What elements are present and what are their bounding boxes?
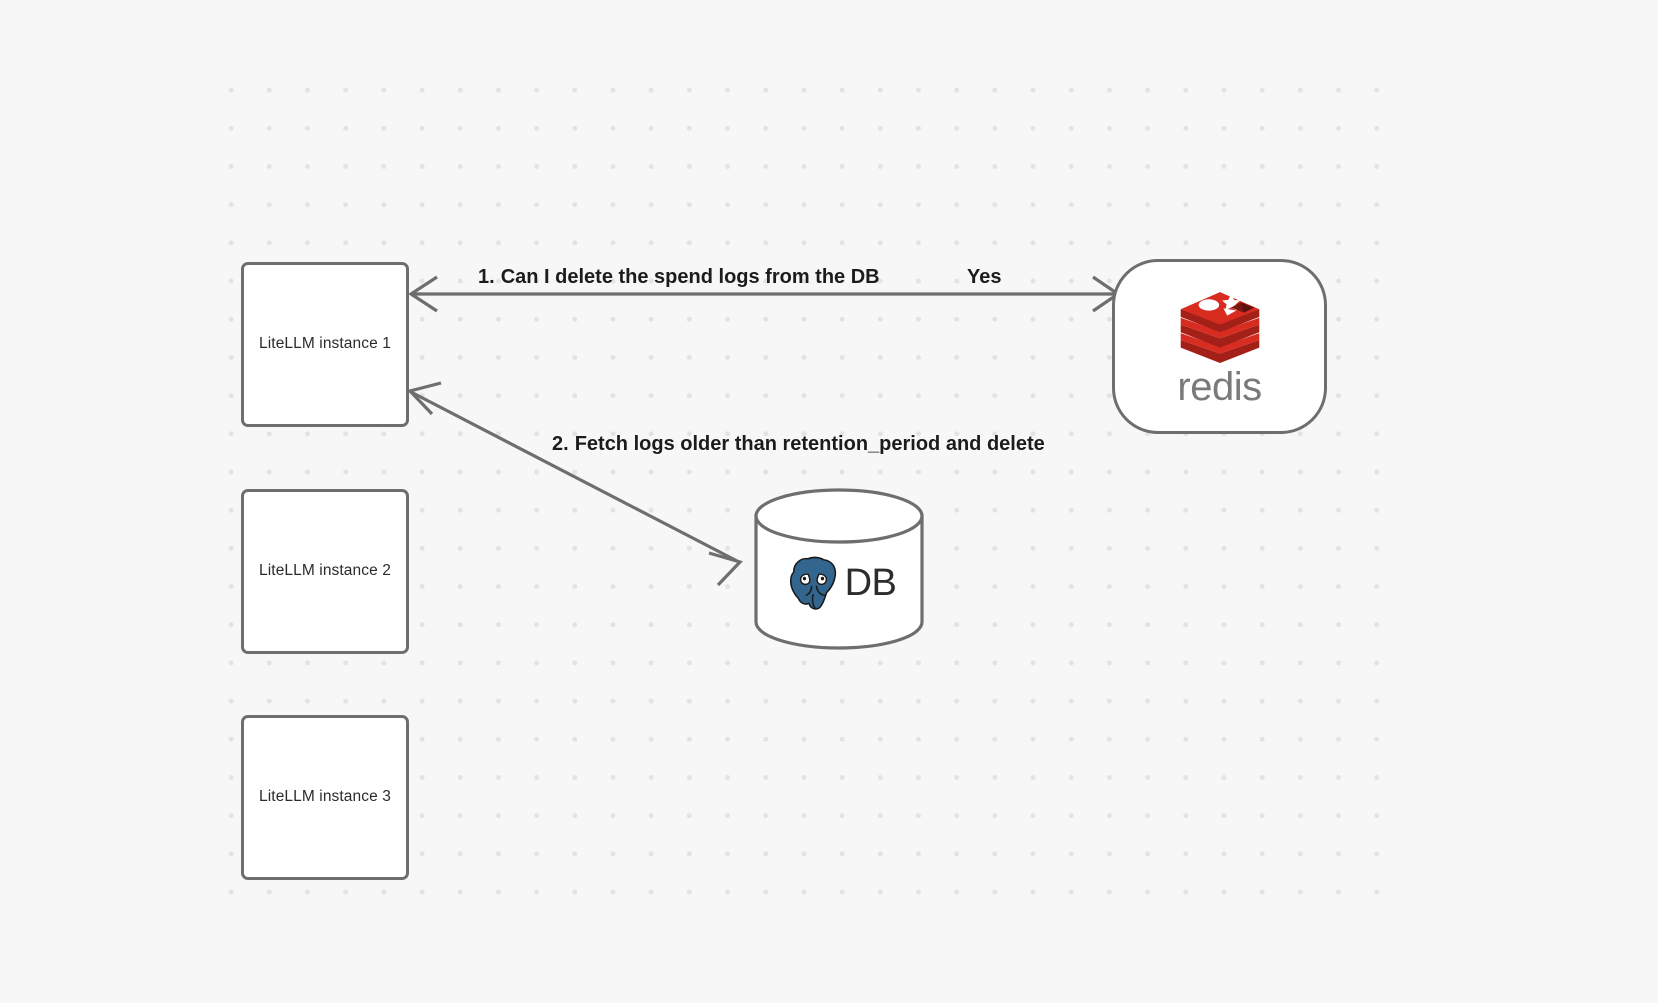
edge-1-reply-label: Yes — [967, 266, 1002, 288]
edge-1-arrowhead-left — [408, 275, 438, 313]
database-content: DB — [753, 544, 925, 622]
cylinder-shape — [754, 488, 924, 650]
node-database[interactable]: DB — [753, 488, 925, 650]
edge-1-text: Can I delete the spend logs from the DB — [500, 266, 880, 288]
edge-1-label: 1.Can I delete the spend logs from the D… — [478, 267, 880, 287]
redis-wordmark: redis — [1177, 364, 1262, 409]
edge-2-label: 2.Fetch logs older than retention_period… — [552, 434, 1045, 454]
postgresql-elephant-icon — [788, 555, 838, 611]
edge-1-step: 1. — [478, 266, 495, 288]
edge-2-text: Fetch logs older than retention_period a… — [574, 433, 1045, 455]
node-litellm-instance-3[interactable]: LiteLLM instance 3 — [241, 715, 409, 880]
database-label: DB — [844, 562, 897, 604]
edge-2-arrowhead-lower — [708, 551, 743, 587]
edge-2-arrowhead-upper — [406, 381, 442, 416]
node-litellm-instance-1[interactable]: LiteLLM instance 1 — [241, 262, 409, 427]
node-litellm-instance-1-label: LiteLLM instance 1 — [259, 335, 391, 353]
redis-logo-icon — [1180, 291, 1259, 363]
node-litellm-instance-2-label: LiteLLM instance 2 — [259, 562, 391, 580]
edge-2-line — [410, 390, 740, 564]
node-litellm-instance-2[interactable]: LiteLLM instance 2 — [241, 489, 409, 654]
edge-2-step: 2. — [552, 433, 569, 455]
node-litellm-instance-3-label: LiteLLM instance 3 — [259, 788, 391, 806]
node-redis[interactable]: redis — [1112, 259, 1327, 434]
